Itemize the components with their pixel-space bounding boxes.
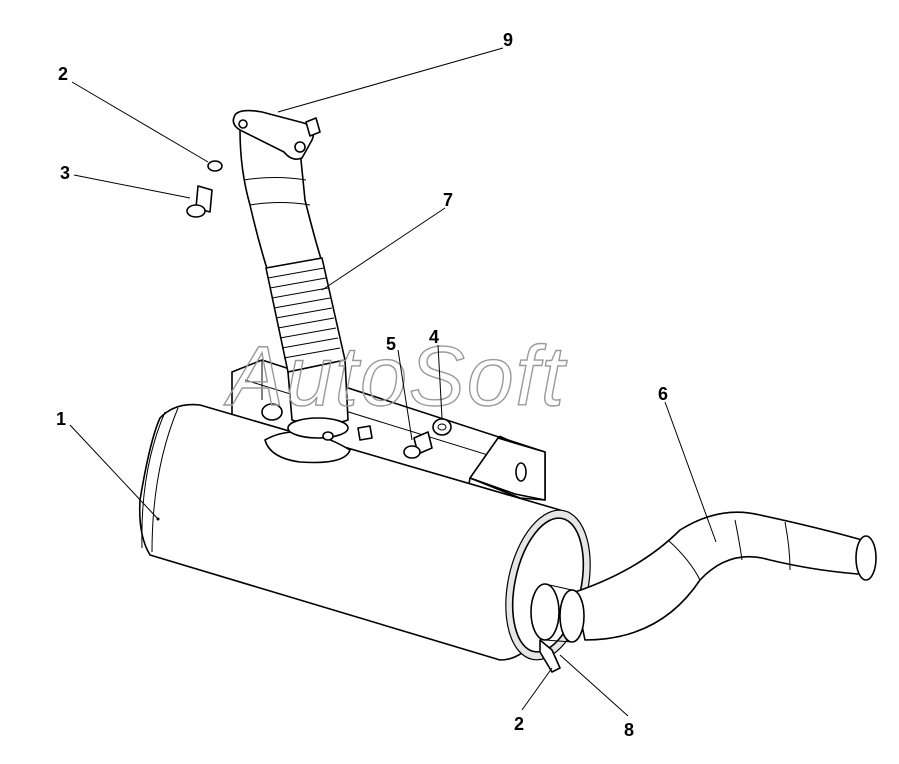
bolt-5 bbox=[403, 431, 433, 459]
leader-lines bbox=[69, 47, 717, 717]
callout-1: 1 bbox=[56, 409, 66, 429]
callout-6: 6 bbox=[658, 384, 668, 404]
callout-9: 9 bbox=[503, 30, 513, 50]
callout-3: 3 bbox=[60, 163, 70, 183]
callout-2-lower: 2 bbox=[514, 714, 524, 734]
callout-4: 4 bbox=[429, 327, 439, 347]
inlet-nuts bbox=[261, 403, 334, 441]
callout-7: 7 bbox=[443, 190, 453, 210]
tail-pipe bbox=[574, 511, 877, 641]
bolt-3 bbox=[186, 185, 213, 218]
washer-2-upper bbox=[207, 160, 223, 172]
washer-4 bbox=[432, 418, 452, 436]
callout-8: 8 bbox=[624, 720, 634, 740]
outlet-clamp bbox=[530, 583, 585, 673]
callout-5: 5 bbox=[386, 334, 396, 354]
exhaust-pipe bbox=[232, 109, 349, 439]
watermark-text: AutoSoft bbox=[223, 329, 568, 423]
callout-2-upper: 2 bbox=[58, 64, 68, 84]
